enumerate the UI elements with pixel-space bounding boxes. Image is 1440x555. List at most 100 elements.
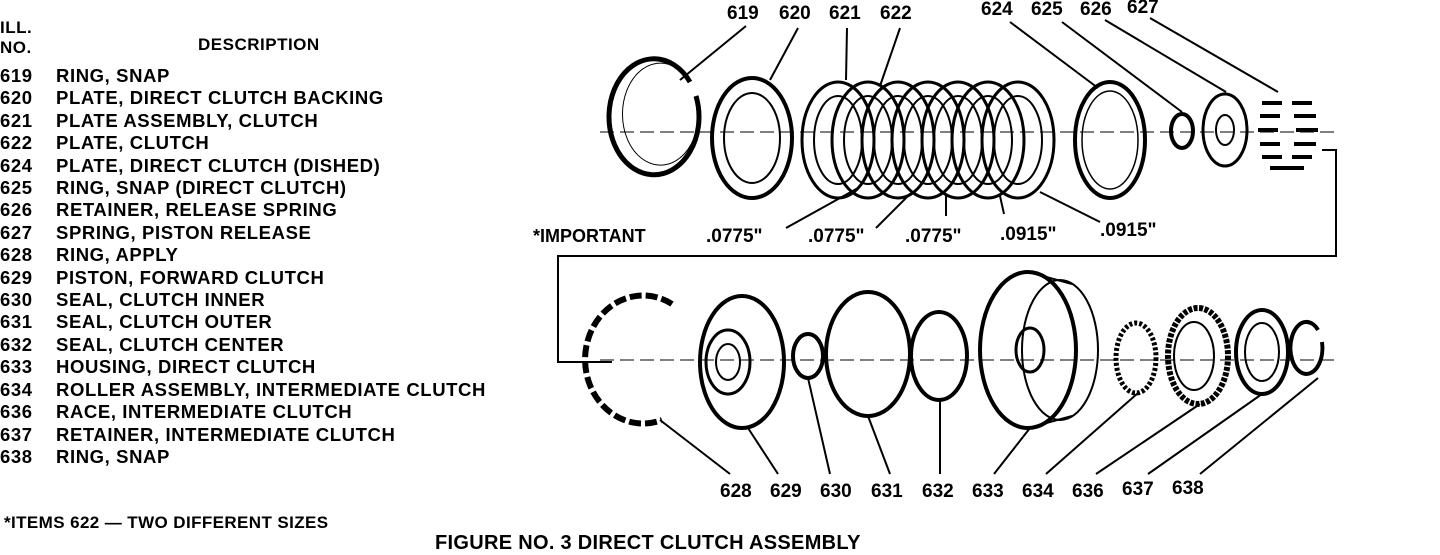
legend-part-number: 625 xyxy=(0,177,33,199)
part-629-piston xyxy=(698,294,786,430)
label-637: 637 xyxy=(1122,479,1154,500)
legend-part-number: 633 xyxy=(0,356,33,378)
bottom-part-numbers: 628 629 630 631 632 633 634 636 637 638 xyxy=(720,478,1204,502)
no-header-line2: NO. xyxy=(0,38,32,57)
figure-caption: FIGURE NO. 3 DIRECT CLUTCH ASSEMBLY xyxy=(435,532,861,554)
label-620: 620 xyxy=(779,3,811,24)
legend-row: 627 SPRING, PISTON RELEASE xyxy=(0,222,486,244)
legend-row: 638 RING, SNAP xyxy=(0,446,486,468)
legend-part-number: 621 xyxy=(0,109,33,131)
footnote: *ITEMS 622 — TWO DIFFERENT SIZES xyxy=(4,513,329,532)
part-627-release-springs xyxy=(1258,101,1318,170)
ill-header-line1: ILL. xyxy=(0,18,33,37)
legend-part-number: 628 xyxy=(0,244,33,266)
legend-part-number: 631 xyxy=(0,311,33,333)
part-637-retainer xyxy=(1234,308,1290,396)
legend-part-description: SEAL, CLUTCH CENTER xyxy=(56,333,285,355)
assembly-connector-line xyxy=(557,149,1337,363)
legend-part-number: 627 xyxy=(0,221,33,243)
important-label: *IMPORTANT xyxy=(533,226,646,246)
legend-part-description: PLATE ASSEMBLY, CLUTCH xyxy=(56,109,319,131)
label-621: 621 xyxy=(829,3,861,24)
legend-part-number: 638 xyxy=(0,445,33,467)
legend-row: 636 RACE, INTERMEDIATE CLUTCH xyxy=(0,401,486,423)
legend-part-description: PLATE, DIRECT CLUTCH BACKING xyxy=(56,87,384,109)
legend-part-description: ROLLER ASSEMBLY, INTERMEDIATE CLUTCH xyxy=(56,378,486,400)
label-625: 625 xyxy=(1031,0,1063,20)
part-633-housing xyxy=(978,270,1099,430)
label-636: 636 xyxy=(1072,481,1104,502)
legend-part-description: SEAL, CLUTCH OUTER xyxy=(56,311,273,333)
legend-row: 634 ROLLER ASSEMBLY, INTERMEDIATE CLUTCH xyxy=(0,379,486,401)
part-631-outer-seal xyxy=(824,290,912,418)
legend-part-description: PLATE, DIRECT CLUTCH (DISHED) xyxy=(56,154,381,176)
part-636-race xyxy=(1165,305,1231,407)
size-callout-2: .0775" xyxy=(808,226,865,247)
legend-part-description: RING, SNAP xyxy=(56,445,170,467)
part-630-inner-seal xyxy=(791,332,825,380)
legend-part-number: 619 xyxy=(0,65,33,86)
top-part-numbers: 619 620 621 622 624 625 626 627 xyxy=(727,0,1159,24)
legend-part-description: PISTON, FORWARD CLUTCH xyxy=(56,266,325,288)
label-628: 628 xyxy=(720,481,752,502)
legend-row: 619 RING, SNAP xyxy=(0,65,486,87)
part-626-retainer xyxy=(1201,92,1249,168)
legend-part-description: HOUSING, DIRECT CLUTCH xyxy=(56,356,316,378)
label-622: 622 xyxy=(880,3,912,24)
label-631: 631 xyxy=(871,481,903,502)
clutch-pack-621-622 xyxy=(800,80,1056,200)
label-624: 624 xyxy=(981,0,1013,20)
plate-thickness-callouts: .0775" .0775" .0775" .0915" .0915" xyxy=(706,220,1157,247)
label-633: 633 xyxy=(972,481,1004,502)
part-620-backing-plate xyxy=(710,76,794,200)
legend-part-description: RING, SNAP xyxy=(56,65,170,86)
legend-row: 632 SEAL, CLUTCH CENTER xyxy=(0,334,486,356)
size-callout-1: .0775" xyxy=(706,226,763,247)
part-624-dished-plate xyxy=(1073,80,1147,200)
size-callout-3: .0775" xyxy=(905,226,962,247)
label-630: 630 xyxy=(820,481,852,502)
label-638: 638 xyxy=(1172,478,1204,499)
label-629: 629 xyxy=(770,481,802,502)
size-callout-5: .0915" xyxy=(1100,220,1157,241)
legend-part-number: 637 xyxy=(0,423,33,445)
legend-row: 633 HOUSING, DIRECT CLUTCH xyxy=(0,356,486,378)
legend-part-number: 620 xyxy=(0,87,33,109)
part-634-roller-assembly xyxy=(1113,320,1159,396)
bottom-leader-lines xyxy=(659,377,1319,475)
legend-row: 621 PLATE ASSEMBLY, CLUTCH xyxy=(0,110,486,132)
label-619: 619 xyxy=(727,3,759,24)
legend-part-description: RING, APPLY xyxy=(56,244,179,266)
legend-part-description: PLATE, CLUTCH xyxy=(56,132,210,154)
label-632: 632 xyxy=(922,481,954,502)
label-634: 634 xyxy=(1022,481,1054,502)
legend-part-number: 622 xyxy=(0,132,33,154)
part-628-apply-ring xyxy=(582,292,674,427)
legend-part-number: 632 xyxy=(0,333,33,355)
label-626: 626 xyxy=(1080,0,1112,20)
legend-part-number: 634 xyxy=(0,378,33,400)
size-callout-4: .0915" xyxy=(1000,224,1057,245)
top-leader-lines xyxy=(679,17,1279,113)
legend-row: 620 PLATE, DIRECT CLUTCH BACKING xyxy=(0,87,486,109)
legend-part-description: RACE, INTERMEDIATE CLUTCH xyxy=(56,401,353,423)
part-625-snap-ring xyxy=(1169,112,1195,150)
legend-part-description: RETAINER, RELEASE SPRING xyxy=(56,199,338,221)
description-header: DESCRIPTION xyxy=(198,35,320,54)
size-leader-lines xyxy=(785,187,1101,229)
legend-part-number: 636 xyxy=(0,401,33,423)
legend-part-description: SPRING, PISTON RELEASE xyxy=(56,221,312,243)
legend-row: 631 SEAL, CLUTCH OUTER xyxy=(0,311,486,333)
legend-row: 628 RING, APPLY xyxy=(0,244,486,266)
part-619-snap-ring xyxy=(606,56,702,178)
part-632-center-seal xyxy=(909,310,969,402)
label-627: 627 xyxy=(1127,0,1159,18)
